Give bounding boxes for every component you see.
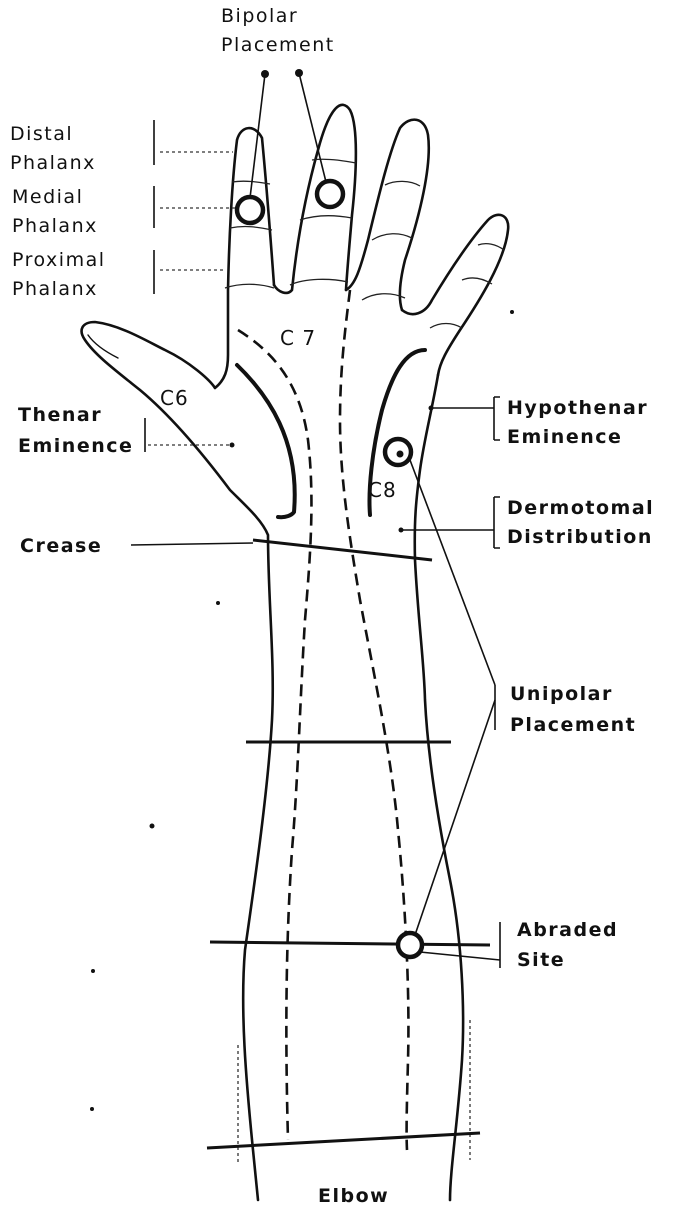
distal-phalanx-line1: Distal [10,123,73,145]
crease-label: Crease [20,535,102,557]
bipolar-label-line2: Placement [221,34,335,56]
thenar-eminence-arc [237,365,295,517]
abraded-site-line2: Site [517,949,565,971]
proximal-phalanx-line1: Proximal [12,249,106,271]
dermatome-boundary-c6-c7 [238,330,311,1140]
unipolar-placement-line2: Placement [510,714,636,736]
thumbnail [88,335,118,358]
dermatome-boundary-c7-c8 [340,290,408,1150]
dermatome-c6: C6 [160,386,189,410]
bipolar-label-line1: Bipolar [221,5,298,27]
radial-outline [82,128,274,1200]
wrist-crease-line [253,540,432,560]
distal-phalanx-line2: Phalanx [10,152,96,174]
elbow-line [207,1133,480,1148]
hypothenar-eminence-line2: Eminence [507,426,622,448]
hypothenar-eminence-line1: Hypothenar [507,397,648,419]
thenar-eminence-line2: Eminence [18,435,133,457]
electrode-center-dot [397,451,404,458]
hand-outline [82,105,509,1200]
medial-phalanx-line2: Phalanx [12,215,98,237]
leader-lines [131,69,500,968]
crease-bands [207,540,490,1148]
bipolar-electrode-proximal [317,181,343,207]
thenar-eminence-line1: Thenar [18,404,102,426]
ulnar-outline [415,375,463,1200]
ring-finger-outline [346,120,429,310]
elbow-label: Elbow [318,1185,389,1207]
dermatomal-distribution-line2: Distribution [507,526,653,548]
proximal-phalanx-line2: Phalanx [12,278,98,300]
unipolar-electrode-forearm [398,933,422,957]
dermatomal-distribution-line1: Dermotomal [507,497,654,519]
medial-phalanx-line1: Medial [12,186,83,208]
unipolar-placement-line1: Unipolar [510,683,613,705]
abraded-site-line1: Abraded [517,919,618,941]
bipolar-electrode-medial [237,197,263,223]
dermatome-c7: C 7 [280,326,316,350]
dermatome-c8: C8 [368,478,397,502]
scan-specks [90,310,514,1111]
abraded-band-line [210,942,490,945]
